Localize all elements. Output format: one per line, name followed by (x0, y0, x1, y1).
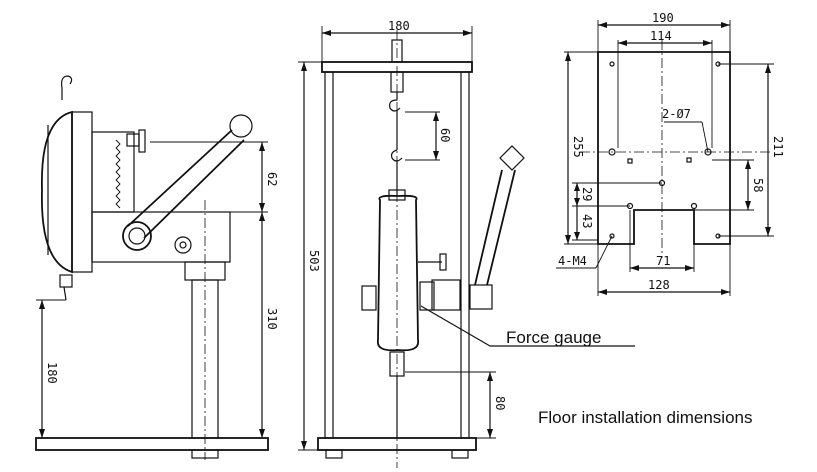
floor-plan: 190 114 255 211 2-Ø7 58 (556, 11, 785, 296)
dim-255: 255 (571, 136, 585, 158)
dim-180-front: 180 (388, 19, 410, 33)
dim-62: 62 (265, 172, 279, 186)
floor-installation-label: Floor installation dimensions (538, 408, 753, 427)
holes-label: 2-Ø7 (662, 107, 691, 121)
rack-housing (91, 131, 135, 213)
dim-211: 211 (771, 136, 785, 158)
dim-503: 503 (307, 250, 321, 272)
gauge-body-side (41, 110, 73, 274)
dim-58: 58 (751, 178, 765, 192)
force-gauge-label: Force gauge (506, 328, 601, 347)
dim-114: 114 (650, 29, 672, 43)
gauge-hook-icon (390, 149, 403, 162)
dim-310: 310 (265, 308, 279, 330)
gauge-front (376, 194, 420, 352)
slider-block-side (91, 211, 231, 263)
dim-29: 29 (580, 187, 594, 201)
lever-front (474, 169, 516, 286)
base-side (35, 437, 269, 451)
dim-80: 80 (493, 396, 507, 410)
dim-128: 128 (648, 278, 670, 292)
dim-71: 71 (656, 254, 670, 268)
dim-180-side: 180 (45, 362, 59, 384)
mount-label: 4-M4 (558, 254, 587, 268)
top-hook-icon (61, 75, 73, 100)
dim-60: 60 (438, 128, 452, 142)
dim-43: 43 (580, 214, 594, 228)
lever-knob-icon (229, 114, 253, 138)
dim-190: 190 (652, 11, 674, 25)
front-view: 60 180 503 80 (298, 19, 635, 468)
side-view: 62 310 180 (35, 75, 279, 460)
hanger-hook-icon (389, 92, 401, 112)
lever-knob-front-icon (499, 145, 525, 171)
